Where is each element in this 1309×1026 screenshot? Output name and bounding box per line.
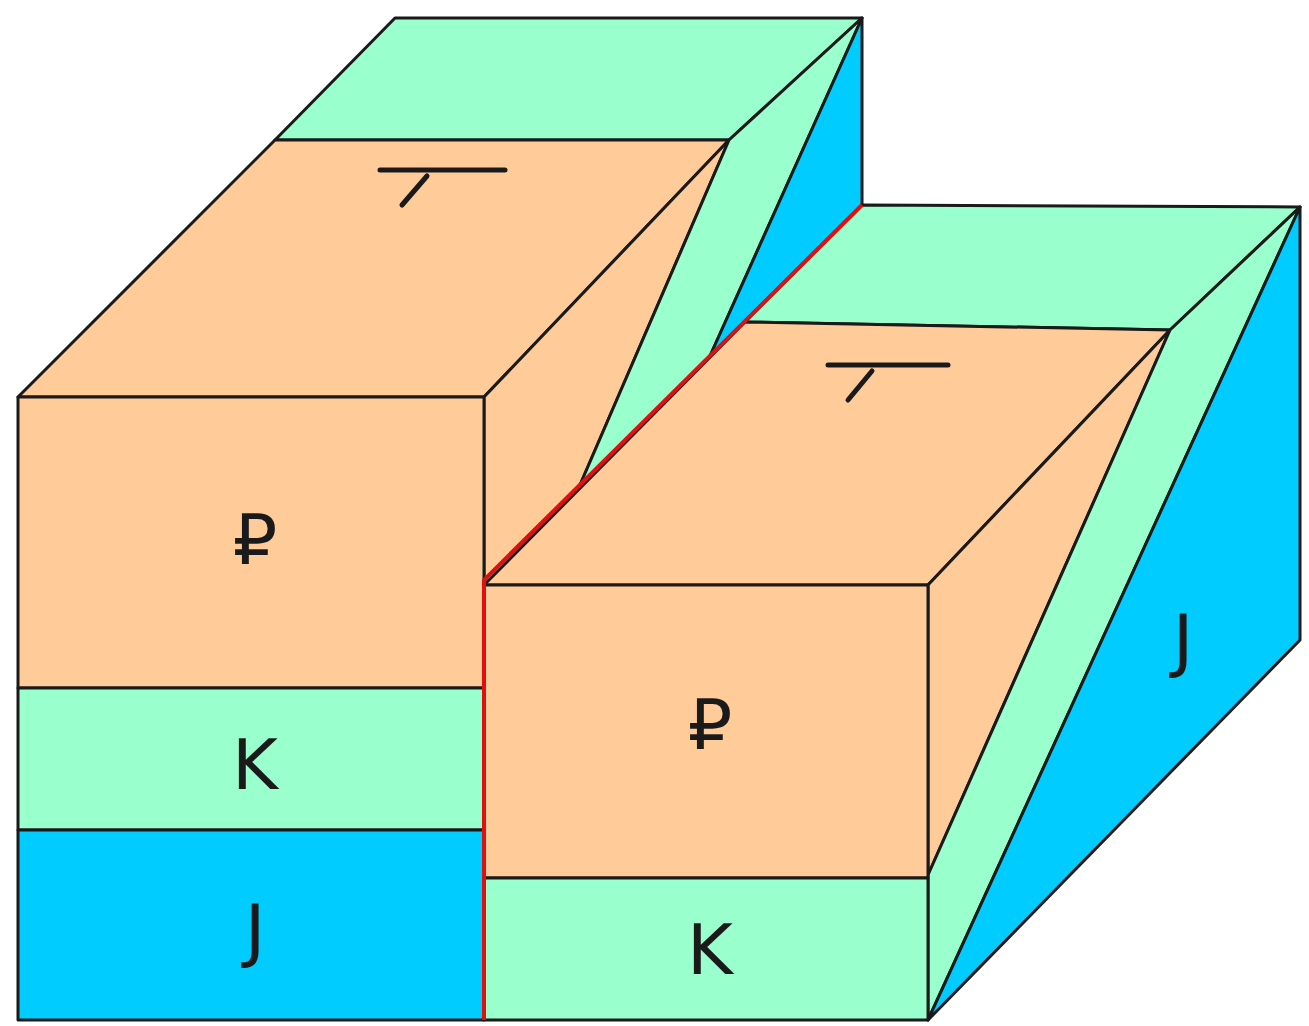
- layer-label: K: [687, 915, 733, 985]
- front-kretaceous: [484, 878, 928, 1020]
- layer-label: K: [232, 730, 278, 800]
- side-kretaceous: [928, 207, 1300, 1020]
- fault-line: [484, 205, 862, 1020]
- layer-label: J: [1173, 605, 1194, 675]
- front-paleogene: [484, 585, 928, 878]
- layer-label: J: [245, 895, 266, 965]
- layer-label: ₽: [688, 690, 733, 760]
- strike-dip-symbol: [380, 170, 505, 205]
- front-paleogene: [18, 397, 484, 688]
- side-jurassic: [928, 207, 1300, 1020]
- strike-dip-symbol: [828, 365, 948, 400]
- front-jurassic: [18, 830, 484, 1020]
- layer-label: ₽: [233, 505, 278, 575]
- front-kretaceous: [18, 688, 484, 830]
